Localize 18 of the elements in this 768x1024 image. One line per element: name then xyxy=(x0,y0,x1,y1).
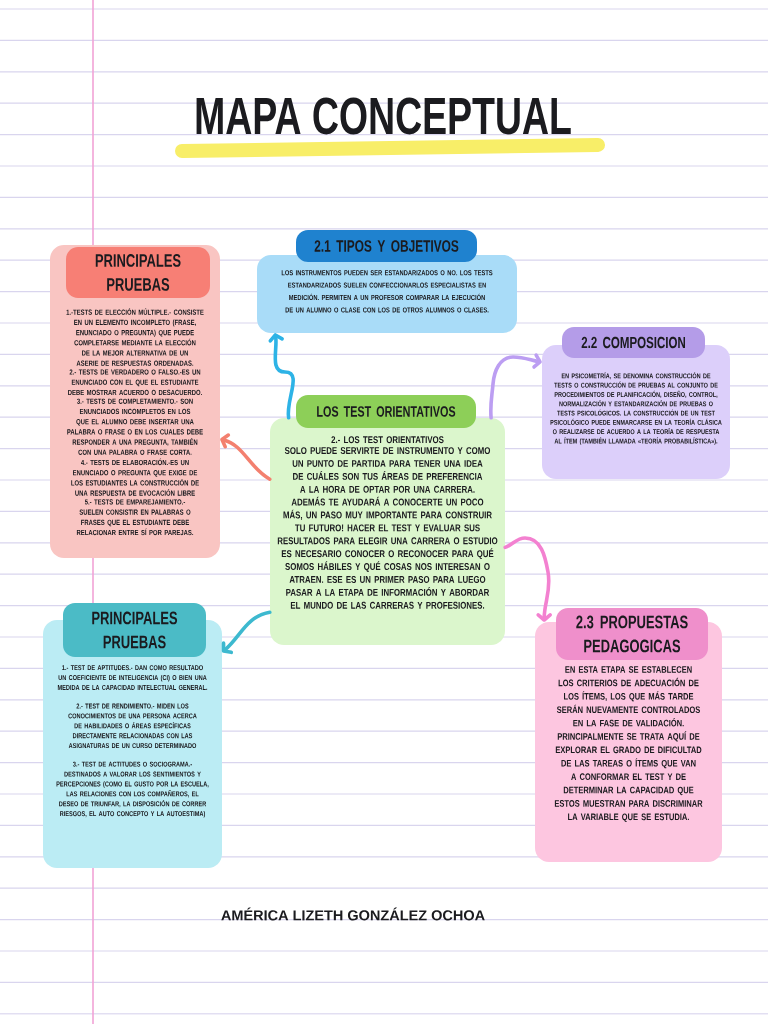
arrow xyxy=(220,433,272,481)
arrow xyxy=(488,353,542,420)
heading-pill: PRINCIPALES PRUEBAS xyxy=(66,247,210,298)
author-name: AMÉRICA LIZETH GONZÁLEZ OCHOA xyxy=(221,907,485,921)
arrow xyxy=(221,610,272,655)
heading-pill: LOS TEST ORIENTATIVOS xyxy=(296,395,476,428)
heading-pill: 2.1 TIPOS Y OBJETIVOS xyxy=(296,230,477,262)
arrow xyxy=(503,536,552,622)
arrow xyxy=(268,333,296,420)
body-text: EN ESTA ETAPA SE ESTABLECEN LOS CRITERIOS DE ADECUACIÓN DE LOS ÍTEMS, LOS QUE MÁS TARDE SERÁN NUEVAMENTE CONTROLADOS EN LA FASE DE VALIDACIÓN. xyxy=(556,666,700,727)
heading-pill: PRINCIPALES PRUEBAS xyxy=(63,603,206,657)
heading-pill: 2.2 COMPOSICION xyxy=(562,327,705,358)
body-text: ADEMÁS TE AYUDARÁ A CONOCERTE UN POCO MÁS, UN PASO MUY IMPORTANTE PARA CONSTRUIR TU FUTURO! HACER EL TEST Y EVALUAR SUS RESULTADOS PARA ELEGIR UNA CARRERA O ESTUDIO ES NECESARIO CONOCER O RECONOCER PARA QUÉ SOMOS HÁBILES Y QUÉ COSAS NOS INTERESAN O ATRAEN. ESE ES UN PRIMER PASO PARA LUEGO PASAR A LA ETAPA DE INFORMACIÓN Y ABORDAR EL MUNDO DE LAS CARRERAS Y PROFESIONES. xyxy=(277,496,498,609)
body-text: PRINCIPALMENTE SE TRATA AQUÍ DE EXPLORAR EL GRADO DE DIFICULTAD DE LAS TAREAS O ÍTEMS QUE VAN A CONFORMAR EL TEST Y DE DETERMINAR LA CAPACIDAD QUE ESTOS MUESTRAN PARA DISCRIMINAR LA VARIABLE QUE SE ESTUDIA. xyxy=(554,731,703,822)
title: MAPA CONCEPTUAL xyxy=(196,97,571,135)
heading-pill: 2.3 PROPUESTAS PEDAGOGICAS xyxy=(556,608,708,660)
body-text: 2.- LOS TEST ORIENTATIVOS xyxy=(331,436,444,444)
body-text: SOLO PUEDE SERVIRTE DE INSTRUMENTO Y COMO UN PUNTO DE PARTIDA PARA TENER UNA IDEA DE CUÁLES SON TUS ÁREAS DE PREFERENCIA A LA HORA DE OPTAR POR UNA CARRERA. xyxy=(284,447,491,493)
